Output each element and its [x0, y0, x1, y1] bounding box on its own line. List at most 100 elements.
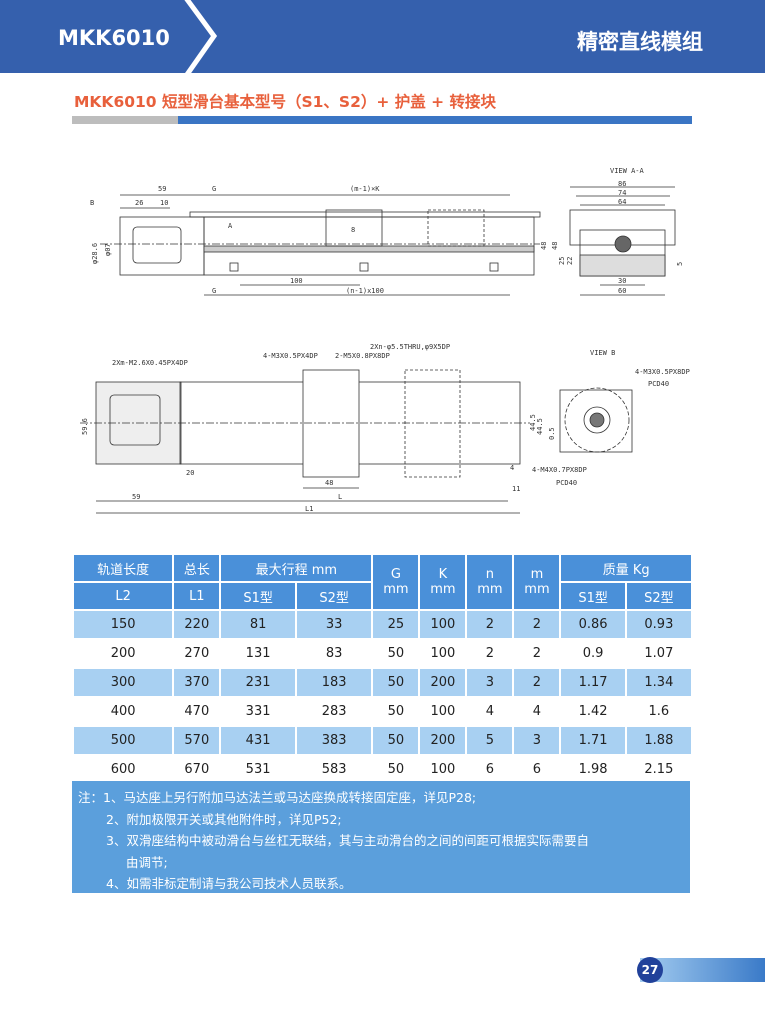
table-cell: 220 [174, 611, 220, 638]
title-underline-blue [178, 116, 692, 124]
table-cell: 2 [514, 611, 560, 638]
callout-m3: 4-M3X0.5PX4DP [263, 352, 318, 360]
table-cell: 1.88 [626, 727, 691, 754]
table-cell: 50 [387, 704, 405, 719]
col-n-unit: mm [477, 582, 503, 597]
table-cell: 531 [245, 762, 271, 777]
note-4: 4、如需非标定制请与我公司技术人员联系。 [106, 876, 352, 891]
view-b-drawing: VIEW B 4-M3X0.5PX8DP PCD40 4-M4X0.7PX8DP… [532, 349, 690, 487]
dim-30: 30 [618, 277, 626, 285]
table-cell: 100 [430, 762, 456, 777]
table-cell: 1.07 [644, 646, 674, 661]
note-3-cont: 由调节; [126, 854, 168, 870]
dim-g2: G [212, 287, 216, 295]
table-cell: 0.9 [582, 646, 604, 661]
callout-m3-pcd: 4-M3X0.5PX8DP [635, 368, 690, 376]
table-cell: 1.98 [578, 762, 608, 777]
table-cell: 283 [321, 704, 347, 719]
dim-20: 20 [186, 469, 194, 477]
dim-59: 59 [158, 185, 166, 193]
table-cell: 100 [430, 704, 456, 719]
dim-86: 86 [618, 180, 626, 188]
col-g-unit: mm [383, 582, 409, 597]
label-b: B [90, 199, 94, 207]
dim-5: 5 [676, 262, 684, 266]
table-cell: 131 [245, 646, 271, 661]
table-cell: 25 [373, 611, 419, 638]
pcd-40b: PCD40 [556, 479, 577, 487]
sub-l1: L1 [174, 583, 220, 609]
dim-22: 22 [566, 257, 574, 265]
table-cell: 200 [110, 646, 136, 661]
dim-60: 60 [618, 287, 626, 295]
dim-10: 10 [160, 199, 168, 207]
table-cell: 6 [532, 762, 542, 777]
callout-m4-pcd: 4-M4X0.7PX8DP [532, 466, 587, 474]
note-1: 注：1、马达座上另行附加马达法兰或马达座换成转接固定座，详见P28; [78, 790, 477, 805]
dim-48: 48 [540, 242, 548, 250]
dim-59b: 59 [132, 493, 140, 501]
table-cell: 1.71 [561, 727, 625, 754]
table-cell: 2 [532, 646, 542, 661]
table-cell: 50 [373, 727, 419, 754]
table-cell: 100 [430, 646, 456, 661]
sub-stroke-s2: S2型 [296, 583, 372, 609]
sub-mass-s2: S2型 [626, 583, 691, 609]
page-header: MKK6010 精密直线模组 [0, 0, 765, 73]
dim-l1: L1 [305, 505, 313, 513]
table-cell: 370 [174, 669, 220, 696]
table-cell: 1.42 [578, 704, 608, 719]
table-cell: 50 [387, 646, 405, 661]
label-a: A [228, 222, 233, 230]
table-cell: 383 [296, 727, 372, 754]
pcd-40a: PCD40 [648, 380, 669, 388]
table-cell: 1.6 [648, 704, 670, 719]
table-cell: 2 [514, 669, 560, 696]
view-aa-title: VIEW A-A [610, 167, 645, 175]
table-cell: 570 [174, 727, 220, 754]
table-cell: 670 [184, 762, 210, 777]
dim-0-5: 0.5 [548, 427, 556, 440]
table-cell: 100 [420, 611, 466, 638]
table-cell: 2 [467, 611, 513, 638]
sub-mass-s1: S1型 [561, 583, 625, 609]
dim-4: 4 [510, 464, 514, 472]
view-b-title: VIEW B [590, 349, 615, 357]
table-cell: 200 [420, 669, 466, 696]
table-cell: 300 [74, 669, 173, 696]
table-cell: 5 [467, 727, 513, 754]
callout-m5: 2-M5X0.8PX8DP [335, 352, 390, 360]
dim-44-5b: 44.5 [536, 418, 544, 435]
table-cell: 4 [485, 704, 495, 719]
table-cell: 431 [221, 727, 295, 754]
table-cell: 3 [514, 727, 560, 754]
table-cell: 400 [110, 704, 136, 719]
dim-phi7: φ07 [104, 243, 112, 256]
col-m-label: m [530, 567, 544, 582]
table-cell: 83 [325, 646, 343, 661]
dim-26: 26 [135, 199, 143, 207]
dim-25: 25 [558, 257, 566, 265]
col-l1: 总长 [174, 555, 220, 581]
dim-11: 11 [512, 485, 520, 493]
dim-phi28: φ28.6 [91, 243, 99, 264]
dim-n100: (n-1)x100 [346, 287, 384, 295]
dim-59-6: 59.6 [81, 418, 89, 435]
table-cell: 331 [245, 704, 271, 719]
chevron-decoration [184, 0, 218, 73]
dim-48b: 48 [551, 242, 559, 250]
category-title: 精密直线模组 [577, 30, 703, 54]
note-2: 2、附加极限开关或其他附件时，详见P52; [106, 811, 342, 827]
table-cell: 500 [74, 727, 173, 754]
table-cell: 200 [420, 727, 466, 754]
